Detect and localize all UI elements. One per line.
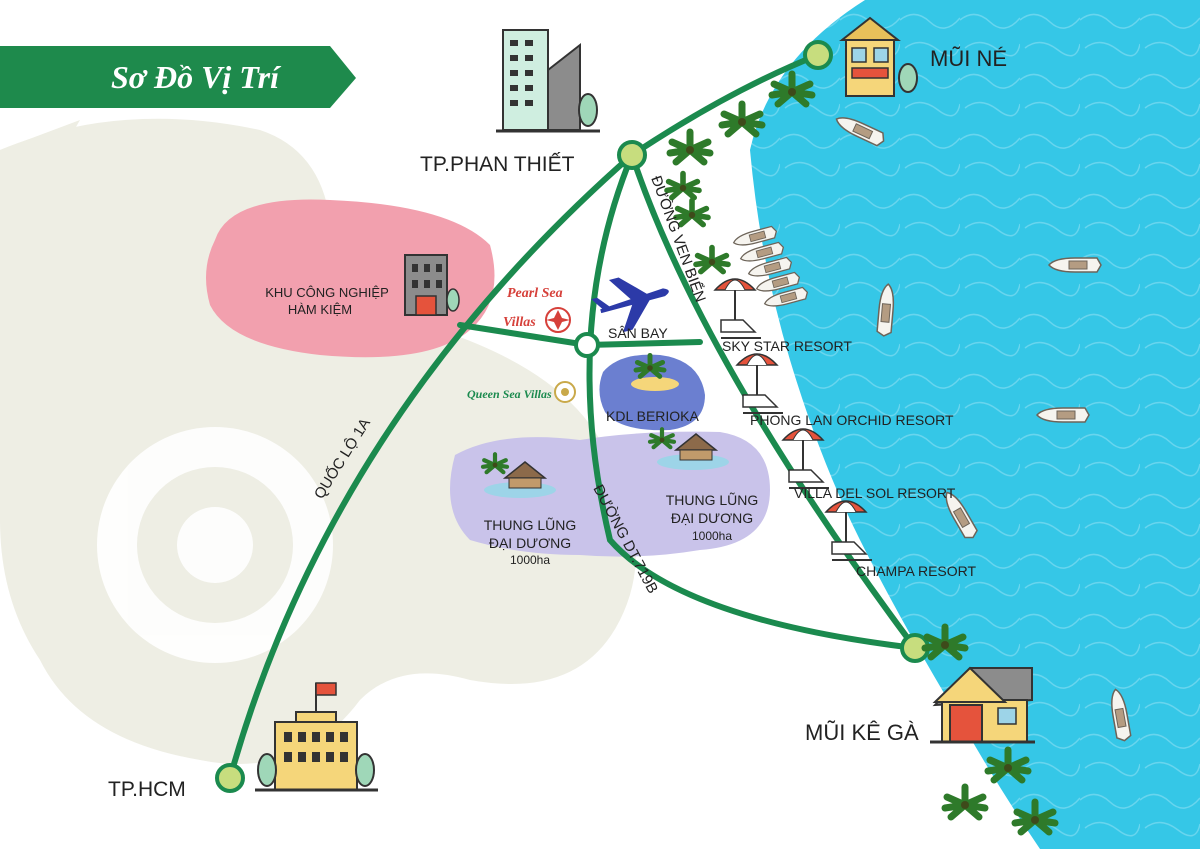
queen-sea-logo-icon: [554, 381, 576, 403]
label-pearl-sea-1: Pearl Sea: [507, 286, 563, 301]
label-valley-right-1: THUNG LŨNG: [666, 492, 759, 508]
house-icon-mui-ne: [839, 16, 918, 97]
node-pearl-sea: [574, 332, 600, 358]
label-phong-lan: PHONG LAN ORCHID RESORT: [750, 412, 954, 428]
label-valley-left-3: 1000ha: [510, 553, 550, 567]
road-network: [227, 52, 918, 781]
label-queen-sea: Queen Sea Villas: [467, 387, 552, 401]
berioka-zone: [599, 354, 705, 431]
node-hcm: [215, 763, 245, 793]
label-valley-right-2: ĐẠI DƯƠNG: [671, 510, 753, 526]
city-buildings-icon: [496, 29, 600, 133]
bungalow-icons: [483, 429, 729, 498]
label-hcm: TP.HCM: [108, 778, 186, 801]
map-title: Sơ Đồ Vị Trí: [111, 59, 282, 95]
label-san-bay: SÂN BAY: [608, 325, 668, 341]
label-villa-del-sol: VILLA DEL SOL RESORT: [794, 485, 956, 501]
label-pearl-sea-2: Villas: [503, 315, 536, 330]
label-phan-thiet: TP.PHAN THIẾT: [420, 153, 575, 176]
building-icon-hcm: [255, 682, 378, 792]
node-phan-thiet: [617, 140, 647, 170]
label-ham-kiem: HÀM KIỆM: [288, 302, 352, 317]
label-valley-right-3: 1000ha: [692, 529, 732, 543]
label-valley-left-2: ĐẠI DƯƠNG: [489, 535, 571, 551]
sea: [750, 0, 1200, 849]
label-valley-left-1: THUNG LŨNG: [484, 517, 577, 533]
label-mui-ke-ga: MŨI KÊ GÀ: [805, 720, 919, 745]
label-berioka: KDL BERIOKA: [606, 408, 700, 424]
house-icon-mui-ke-ga: [930, 666, 1035, 744]
airplane-icon: [591, 277, 669, 333]
label-sky-star: SKY STAR RESORT: [722, 338, 852, 354]
title-banner: Sơ Đồ Vị Trí: [0, 46, 356, 108]
factory-icon: [404, 254, 460, 316]
label-khu-cong-nghiep: KHU CÔNG NGHIỆP: [265, 285, 389, 300]
label-mui-ne: MŨI NÉ: [930, 46, 1007, 71]
pearl-sea-logo-icon: [545, 307, 571, 333]
background-shapes: [0, 118, 636, 764]
industrial-zone: [206, 199, 495, 358]
node-mui-ne: [803, 40, 833, 70]
label-champa: CHAMPA RESORT: [856, 563, 977, 579]
island-icon: [631, 355, 679, 391]
